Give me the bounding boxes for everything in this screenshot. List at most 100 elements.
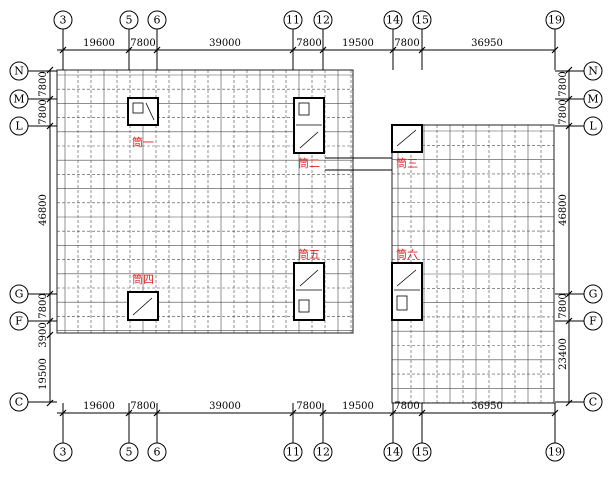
axis-bottom-14: 14 <box>383 442 403 462</box>
svg-text:G: G <box>15 288 24 301</box>
svg-text:3: 3 <box>60 446 67 459</box>
tick-left <box>46 331 54 339</box>
tick-right <box>565 66 573 74</box>
axis-top-15: 15 <box>412 10 432 30</box>
axis-right-L: L <box>583 116 603 136</box>
svg-text:3: 3 <box>60 14 67 27</box>
svg-text:F: F <box>589 315 597 328</box>
dim-left-6: 19500 <box>38 358 49 390</box>
svg-text:19: 19 <box>548 446 562 459</box>
dim-left-2: 7800 <box>38 99 49 124</box>
dim-left-4: 7800 <box>38 293 49 318</box>
axis-top-19: 19 <box>545 10 565 30</box>
axis-top-3: 3 <box>53 10 73 30</box>
axis-left-M: M <box>9 89 29 109</box>
tick-right <box>565 399 573 407</box>
svg-text:C: C <box>589 396 597 409</box>
axis-left-C: C <box>9 392 29 412</box>
axis-right-F: F <box>583 311 603 331</box>
left-building-outline <box>56 69 354 334</box>
dim-bottom-6: 7800 <box>394 401 419 412</box>
dim-bottom-2: 7800 <box>130 401 155 412</box>
core-1-label: 筒一 <box>132 135 154 149</box>
axis-right-G: G <box>583 284 603 304</box>
svg-text:15: 15 <box>415 14 429 27</box>
dim-top-5: 19500 <box>342 38 374 49</box>
svg-text:11: 11 <box>286 446 300 459</box>
dim-top-1: 19600 <box>83 38 115 49</box>
axis-leaders <box>28 29 584 443</box>
axis-top-12: 12 <box>313 10 333 30</box>
axis-bottom-5: 5 <box>119 442 139 462</box>
axis-right-N: N <box>583 61 603 81</box>
svg-text:G: G <box>589 288 598 301</box>
dim-left-1: 7800 <box>38 71 49 96</box>
dim-bottom-3: 39000 <box>209 401 241 412</box>
core-1: 筒一 <box>127 97 159 149</box>
svg-text:14: 14 <box>386 446 400 459</box>
dim-top-3: 39000 <box>209 38 241 49</box>
axis-left-F: F <box>9 311 29 331</box>
dim-bottom-1: 19600 <box>83 401 115 412</box>
svg-text:15: 15 <box>415 446 429 459</box>
dim-bottom-5: 19500 <box>342 401 374 412</box>
dim-top-2: 7800 <box>130 38 155 49</box>
svg-text:N: N <box>14 65 24 78</box>
dim-top-4: 7800 <box>296 38 321 49</box>
core-6: 筒六 <box>391 247 423 321</box>
axis-right-M: M <box>583 89 603 109</box>
dim-right-5: 23400 <box>558 338 569 370</box>
right-building-grid <box>392 125 554 404</box>
axis-top-5: 5 <box>119 10 139 30</box>
dim-right-3: 46800 <box>558 194 569 226</box>
svg-text:F: F <box>15 315 23 328</box>
svg-text:C: C <box>15 396 23 409</box>
svg-text:12: 12 <box>316 14 330 27</box>
dim-top-6: 7800 <box>394 38 419 49</box>
tick-left <box>46 66 54 74</box>
svg-text:6: 6 <box>154 14 161 27</box>
svg-text:6: 6 <box>154 446 161 459</box>
axis-bottom-12: 12 <box>313 442 333 462</box>
axis-top-14: 14 <box>383 10 403 30</box>
axis-bottom-6: 6 <box>147 442 167 462</box>
core-5-label: 筒五 <box>298 247 320 261</box>
core-2: 筒二 <box>293 97 325 170</box>
core-4: 筒四 <box>127 272 159 321</box>
svg-text:5: 5 <box>126 14 133 27</box>
core-4-label: 筒四 <box>132 272 154 286</box>
axis-bottom-11: 11 <box>283 442 303 462</box>
core-5: 筒五 <box>293 247 325 321</box>
core-3-label: 筒三 <box>396 156 418 170</box>
axis-left-N: N <box>9 61 29 81</box>
dim-bottom-7: 36950 <box>471 401 503 412</box>
svg-text:11: 11 <box>286 14 300 27</box>
core-6-label: 筒六 <box>396 247 418 261</box>
dim-top-7: 36950 <box>471 38 503 49</box>
svg-text:L: L <box>15 120 23 133</box>
svg-text:M: M <box>13 93 24 106</box>
axis-left-L: L <box>9 116 29 136</box>
dim-left-3: 46800 <box>38 194 49 226</box>
svg-text:14: 14 <box>386 14 400 27</box>
core-3: 筒三 <box>391 124 423 170</box>
left-building-grid <box>57 70 353 333</box>
dim-right-4: 7800 <box>558 293 569 318</box>
svg-text:L: L <box>589 120 597 133</box>
tick-left <box>46 399 54 407</box>
dim-bottom-4: 7800 <box>296 401 321 412</box>
svg-text:N: N <box>588 65 598 78</box>
axis-left-G: G <box>9 284 29 304</box>
axis-bottom-3: 3 <box>53 442 73 462</box>
svg-text:5: 5 <box>126 446 133 459</box>
axis-top-6: 6 <box>147 10 167 30</box>
axis-top-11: 11 <box>283 10 303 30</box>
svg-text:12: 12 <box>316 446 330 459</box>
axis-bottom-19: 19 <box>545 442 565 462</box>
svg-text:19: 19 <box>548 14 562 27</box>
axis-right-C: C <box>583 392 603 412</box>
dim-right-2: 7800 <box>558 99 569 124</box>
core-2-label: 筒二 <box>298 156 320 170</box>
axis-bottom-15: 15 <box>412 442 432 462</box>
